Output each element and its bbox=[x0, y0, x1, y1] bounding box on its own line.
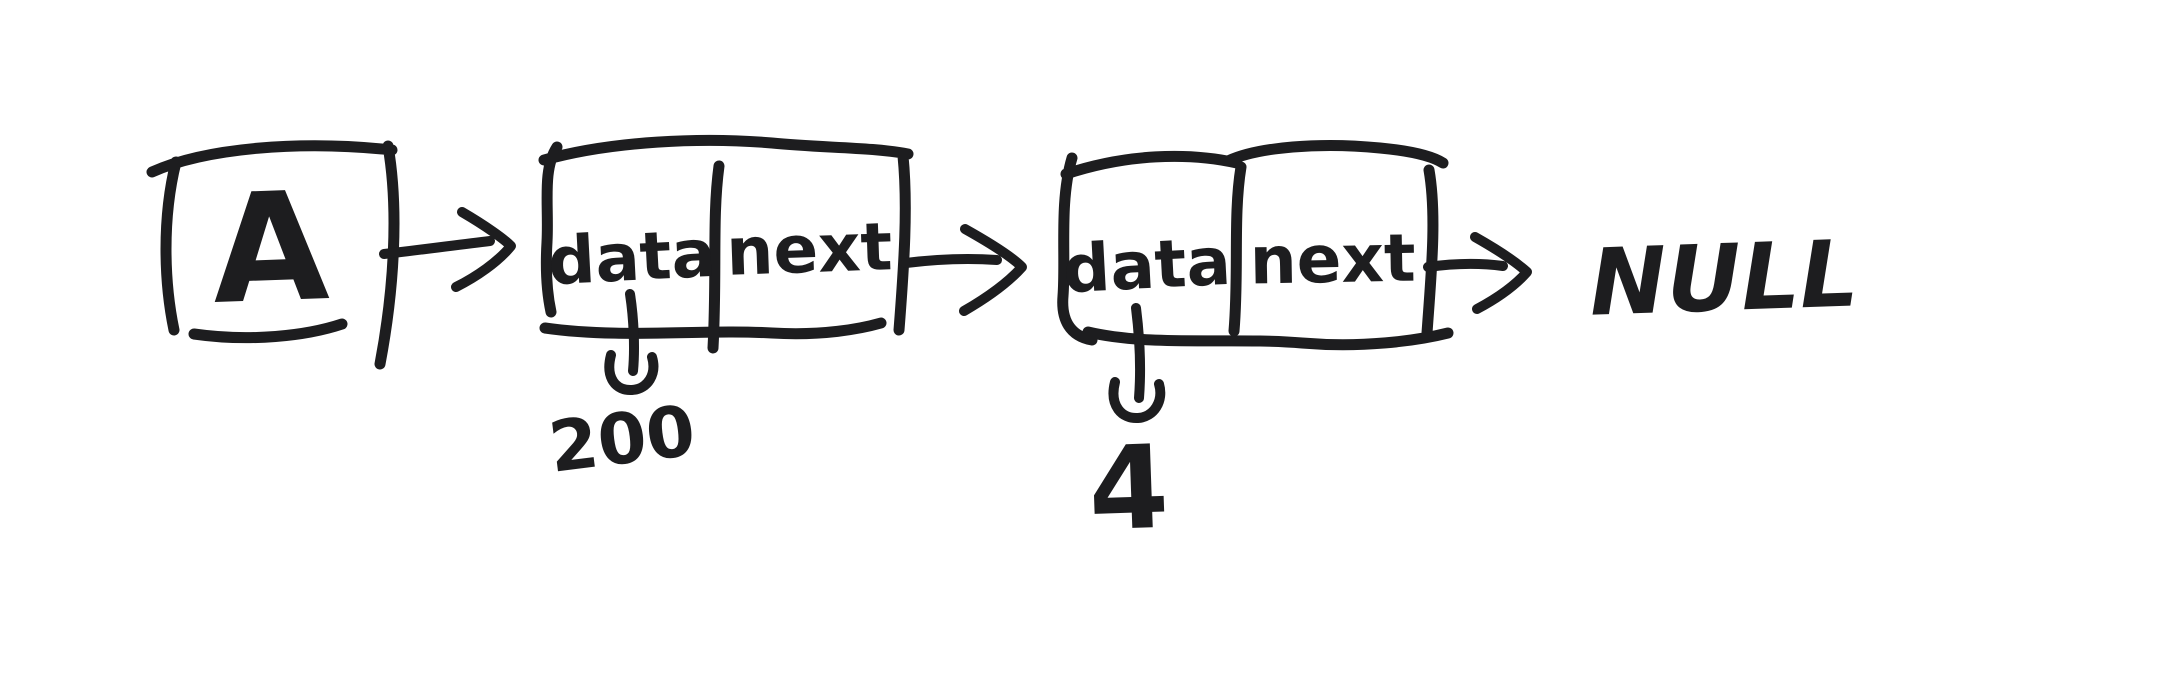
node2-data-label: data bbox=[1061, 223, 1233, 309]
node1-next-label: next bbox=[725, 208, 893, 291]
node2-divider bbox=[1228, 161, 1247, 337]
node1-data-label: data bbox=[546, 215, 718, 301]
arrow-node2-to-null bbox=[1423, 232, 1532, 314]
node2-value-arrow bbox=[1108, 303, 1166, 423]
node2-next-label: next bbox=[1249, 220, 1416, 300]
node1-divider bbox=[707, 160, 725, 354]
head-label: A bbox=[209, 160, 331, 338]
null-label: NULL bbox=[1588, 220, 1861, 336]
node2-box bbox=[1057, 140, 1454, 351]
arrow-head-to-node1 bbox=[379, 207, 516, 292]
node1-value-arrow bbox=[604, 289, 659, 395]
arrow-node1-to-node2 bbox=[901, 224, 1027, 316]
node1-box bbox=[538, 134, 914, 340]
node1-value: 200 bbox=[545, 390, 700, 489]
node2-value: 4 bbox=[1086, 421, 1171, 558]
